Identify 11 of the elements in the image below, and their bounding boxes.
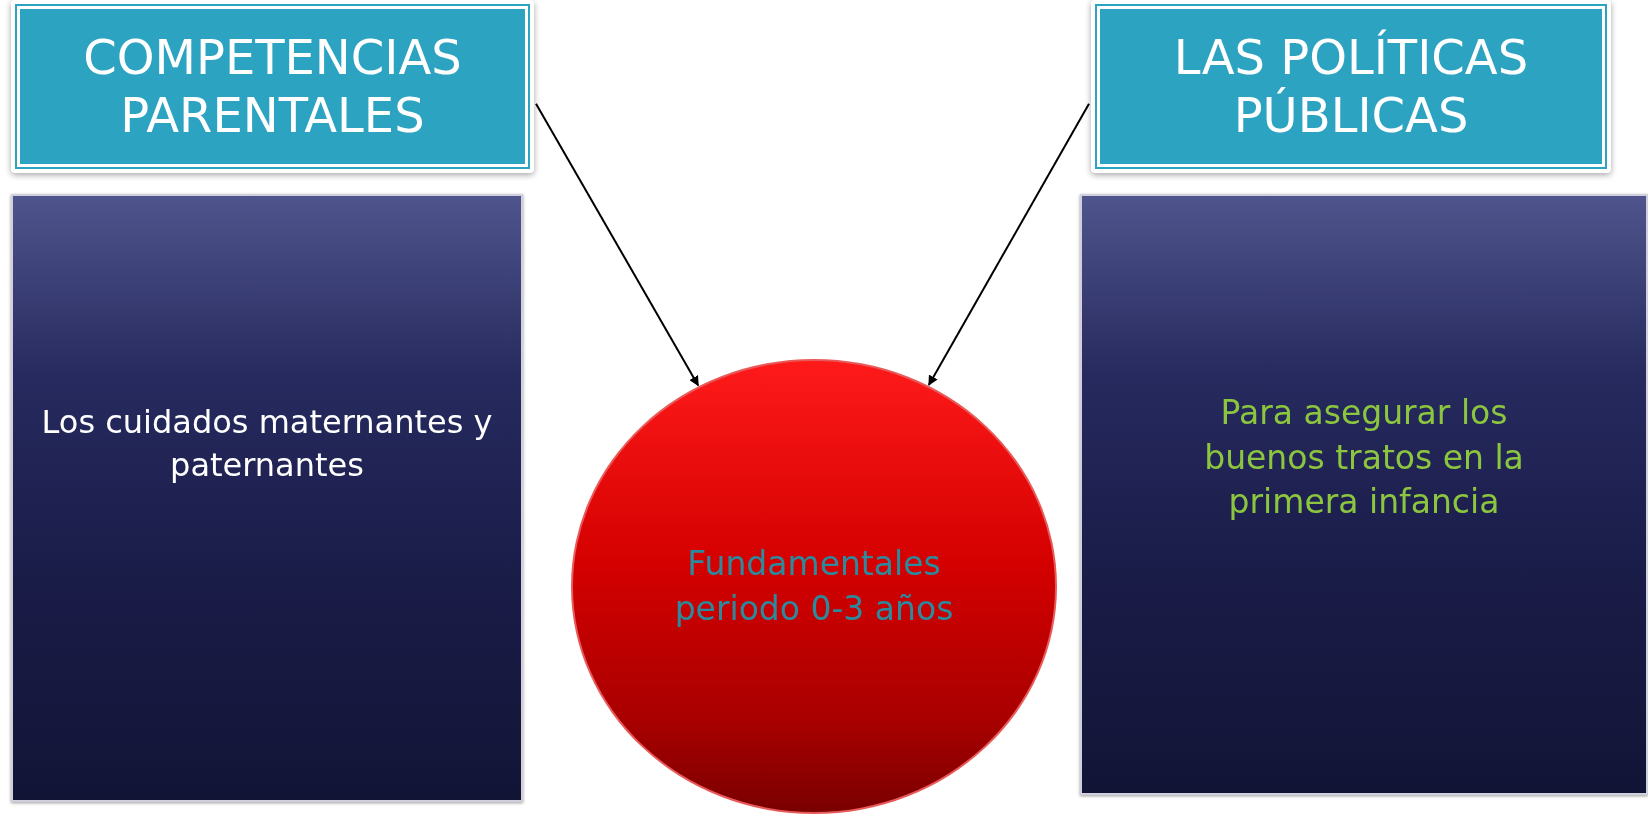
panel-text: Para asegurar los buenos tratos en la primera infancia — [1204, 392, 1524, 524]
arrow — [535, 102, 700, 387]
content-panel — [1080, 194, 1648, 795]
arrow — [927, 102, 1090, 386]
circle-text: Fundamentales periodo 0-3 años — [673, 542, 955, 630]
panel-text: Los cuidados maternantes y paternantes — [40, 402, 494, 487]
title-banner — [1091, 0, 1611, 173]
content-panel — [11, 194, 523, 802]
banner-title: COMPETENCIAS PARENTALES — [82, 28, 463, 145]
title-banner — [11, 0, 534, 173]
banner-title: LAS POLÍTICAS PÚBLICAS — [1172, 28, 1530, 145]
